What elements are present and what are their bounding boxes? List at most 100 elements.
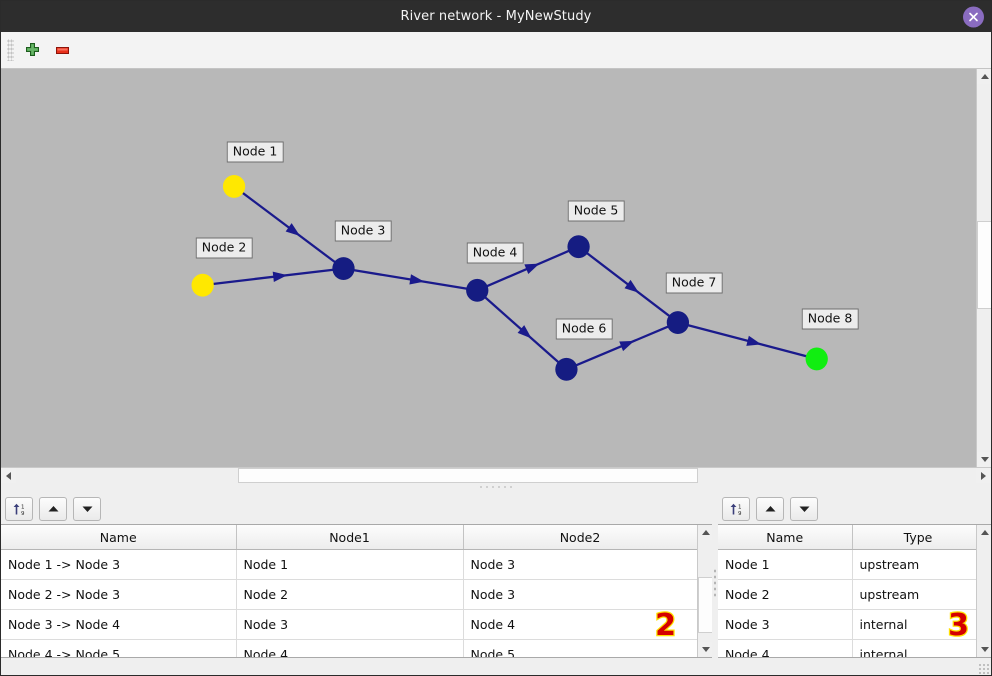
table-cell[interactable]: Node 2 (236, 579, 464, 610)
node-label-node8[interactable]: Node 8 (801, 308, 859, 330)
vertical-splitter-grip-icon (713, 568, 717, 598)
edge-Node2-to-Node3[interactable] (212, 268, 334, 286)
reaches-scroll-down-button[interactable] (698, 642, 712, 657)
edge-arrowhead (517, 325, 532, 339)
table-cell[interactable]: Node 3 (463, 549, 697, 580)
node-label-node5[interactable]: Node 5 (567, 200, 625, 222)
chevron-right-icon (981, 471, 986, 480)
nodes-toolbar: 1 9 (718, 491, 991, 524)
nodes-scroll-down-button[interactable] (977, 642, 991, 657)
table-cell[interactable]: upstream (852, 549, 976, 580)
reaches-vertical-scrollbar[interactable] (697, 525, 712, 657)
diagram-scroll-down-button[interactable] (977, 452, 991, 467)
reaches-sort-ascending-icon[interactable]: 1 9 (5, 497, 33, 521)
table-cell[interactable]: Node 1 (236, 549, 464, 580)
reaches-column-header-node2[interactable]: Node2 (463, 525, 697, 550)
edge-arrowhead (524, 263, 540, 274)
node-label-node3[interactable]: Node 3 (334, 220, 392, 242)
node-label-node6[interactable]: Node 6 (555, 318, 613, 340)
network-diagram-canvas[interactable] (1, 69, 991, 467)
nodes-column-header-name[interactable]: Name (718, 525, 853, 550)
diagram-vscroll-thumb[interactable] (977, 221, 991, 309)
reaches-column-header-name[interactable]: Name (1, 525, 237, 550)
node-node5[interactable] (567, 235, 590, 259)
table-cell[interactable]: Node 1 (718, 549, 853, 580)
diagram-hscroll-thumb[interactable] (238, 468, 698, 483)
nodes-move-down-button[interactable] (790, 497, 818, 521)
edge-Node7-to-Node8[interactable] (687, 324, 808, 358)
table-cell[interactable]: Node 4 (463, 609, 697, 640)
chevron-down-icon (980, 457, 989, 462)
node-node1[interactable] (222, 174, 246, 198)
nodes-vscroll-track[interactable] (977, 540, 991, 642)
node-label-node2[interactable]: Node 2 (195, 237, 253, 259)
edge-arrowhead (409, 274, 425, 285)
horizontal-splitter[interactable] (1, 482, 991, 491)
node-node7[interactable] (666, 311, 690, 334)
table-cell[interactable]: Node 4 (718, 639, 853, 657)
table-cell[interactable]: Node 2 (718, 579, 853, 610)
node-node8[interactable] (805, 347, 828, 371)
diagram-scroll-left-button[interactable] (1, 468, 16, 483)
reaches-scroll-up-button[interactable] (698, 525, 712, 540)
diagram-horizontal-scrollbar[interactable] (1, 467, 991, 483)
table-cell[interactable]: Node 5 (463, 639, 697, 657)
edge-arrowhead (624, 279, 639, 293)
reaches-move-up-button[interactable] (39, 497, 67, 521)
svg-text:1: 1 (21, 504, 25, 510)
table-cell[interactable]: Node 2 -> Node 3 (1, 579, 237, 610)
close-icon[interactable] (963, 6, 984, 27)
table-cell[interactable]: internal (852, 639, 976, 657)
table-cell[interactable]: Node 3 -> Node 4 (1, 609, 237, 640)
title-bar: River network - MyNewStudy (1, 1, 991, 32)
network-diagram-pane[interactable]: Node 1 Node 2 Node 3 Node 4 Node 5 Node 6 Node… (1, 69, 991, 467)
window-resize-grip-icon[interactable] (978, 663, 989, 674)
reaches-move-down-button[interactable] (73, 497, 101, 521)
node-label-node1[interactable]: Node 1 (226, 141, 284, 163)
nodes-scroll-up-button[interactable] (977, 525, 991, 540)
table-cell[interactable]: Node 3 (236, 609, 464, 640)
nodes-column-header-type[interactable]: Type (852, 525, 976, 550)
edge-arrowhead (285, 223, 301, 236)
remove-minus-icon[interactable] (47, 35, 77, 65)
main-toolbar (1, 32, 991, 69)
nodes-move-up-button[interactable] (756, 497, 784, 521)
node-label-node4[interactable]: Node 4 (466, 242, 524, 264)
diagram-scroll-right-button[interactable] (976, 468, 991, 483)
table-cell[interactable]: Node 4 (236, 639, 464, 657)
node-node2[interactable] (191, 273, 214, 297)
vertical-splitter[interactable] (712, 491, 718, 675)
nodes-vertical-scrollbar[interactable] (976, 525, 991, 657)
table-cell[interactable]: upstream (852, 579, 976, 610)
diagram-scroll-up-button[interactable] (977, 69, 991, 84)
node-node6[interactable] (555, 357, 578, 381)
reaches-column-header-node1[interactable]: Node1 (236, 525, 464, 550)
node-node4[interactable] (466, 278, 489, 302)
toolbar-drag-handle[interactable] (7, 39, 14, 61)
node-label-node7[interactable]: Node 7 (665, 272, 723, 294)
node-node3[interactable] (332, 257, 355, 280)
add-plus-icon[interactable] (17, 35, 47, 65)
nodes-sort-ascending-icon[interactable]: 1 9 (722, 497, 750, 521)
table-cell[interactable]: Node 3 (718, 609, 853, 640)
reaches-vscroll-thumb[interactable] (698, 577, 712, 633)
table-cell[interactable]: Node 4 -> Node 5 (1, 639, 237, 657)
table-cell[interactable]: Node 3 (463, 579, 697, 610)
table-cell[interactable]: internal (852, 609, 976, 640)
table-cell[interactable]: Node 1 -> Node 3 (1, 549, 237, 580)
diagram-vertical-scrollbar[interactable] (976, 69, 991, 467)
